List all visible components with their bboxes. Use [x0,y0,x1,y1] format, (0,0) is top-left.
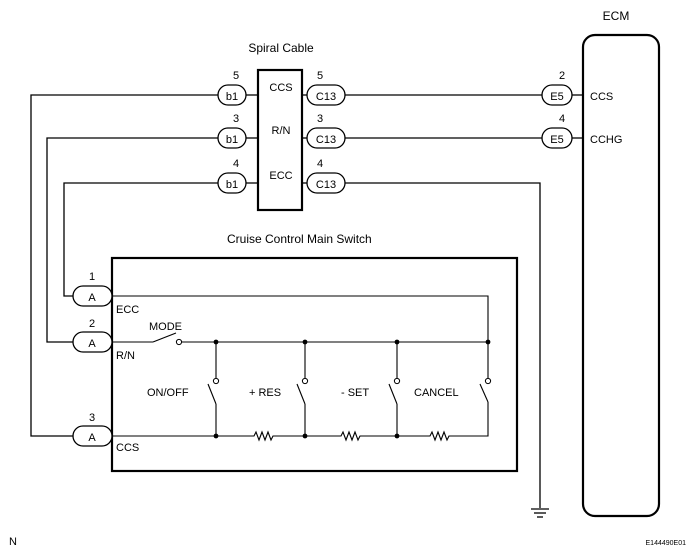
junction-dot [302,339,308,345]
ecm-block: ECM [581,9,661,518]
ecm-pin-cchg-label: CCHG [590,134,622,146]
ecm-title: ECM [603,9,630,23]
pin-number: 5 [317,70,323,82]
ecm-pin-ccs-label: CCS [590,91,613,103]
svg-text:E5: E5 [550,91,563,103]
connector-a-ecc: A [72,285,113,307]
pin-number: 3 [233,113,239,125]
main-switch-block: Cruise Control Main Switch [110,232,519,473]
connector-b1-ecc: b1 [217,172,247,194]
connector-b1-ccs: b1 [217,84,247,106]
wiring [30,94,583,508]
spiral-signal-ccs: CCS [269,82,292,94]
resistor-ladder [112,402,489,442]
junction-dot [213,339,219,345]
svg-text:b1: b1 [226,179,238,191]
set-switch [388,377,401,405]
spiral-cable-title: Spiral Cable [248,41,314,55]
pin-number: 2 [89,318,95,330]
connector-b1-rn: b1 [217,127,247,149]
connector-e5-ccs: E5 [541,84,573,106]
wire-rn-left [46,137,218,343]
svg-text:E5: E5 [550,134,563,146]
svg-text:b1: b1 [226,91,238,103]
spiral-signal-ecc: ECC [269,170,292,182]
spiral-cable-outline [256,68,304,212]
res-label: + RES [249,387,281,399]
terminal-ecc-label: ECC [116,304,139,316]
pin-number: 2 [559,70,565,82]
svg-text:A: A [88,292,96,304]
on-off-switch [207,377,220,405]
pin-number: 3 [89,412,95,424]
connector-a-ccs: A [72,425,113,447]
junction-dot [213,433,219,439]
pin-number: 1 [89,271,95,283]
switch-circuit [112,295,492,442]
ground-icon [531,508,549,518]
mode-label: MODE [149,321,182,333]
connector-c13-rn: C13 [306,127,346,149]
cancel-switch [479,377,492,403]
junction-dot [302,433,308,439]
terminal-ccs-label: CCS [116,442,139,454]
terminal-rn-label: R/N [116,350,135,362]
wire-ccs-left [30,94,218,437]
figure-id: E144490E01 [646,540,687,547]
svg-text:C13: C13 [316,91,336,103]
pin-number: 5 [233,70,239,82]
svg-text:C13: C13 [316,134,336,146]
corner-label: N [9,536,17,548]
pin-number: 4 [317,158,323,170]
main-switch-outline [110,256,519,473]
on-off-label: ON/OFF [147,387,189,399]
spiral-cable-block: Spiral Cable [248,41,314,212]
cancel-label: CANCEL [414,387,459,399]
svg-text:A: A [88,432,96,444]
pin-number: 4 [559,113,565,125]
ecc-internal-line [112,295,489,342]
spiral-signal-rn: R/N [272,125,291,137]
mode-switch-contact [152,332,177,343]
connector-c13-ecc: C13 [306,172,346,194]
set-label: - SET [341,387,369,399]
svg-text:C13: C13 [316,179,336,191]
wire-ecc-right [345,182,541,508]
svg-text:A: A [88,338,96,350]
ecm-outline [581,33,661,518]
junction-dot [394,433,400,439]
junction-dot [485,339,491,345]
res-switch [296,377,309,405]
wire-ecc-left [63,182,218,297]
pin-number: 4 [233,158,239,170]
svg-text:b1: b1 [226,134,238,146]
connector-a-rn: A [72,331,113,353]
pin-number: 3 [317,113,323,125]
main-switch-title: Cruise Control Main Switch [227,232,372,246]
connector-e5-cchg: E5 [541,127,573,149]
junction-dot [394,339,400,345]
connector-c13-ccs: C13 [306,84,346,106]
